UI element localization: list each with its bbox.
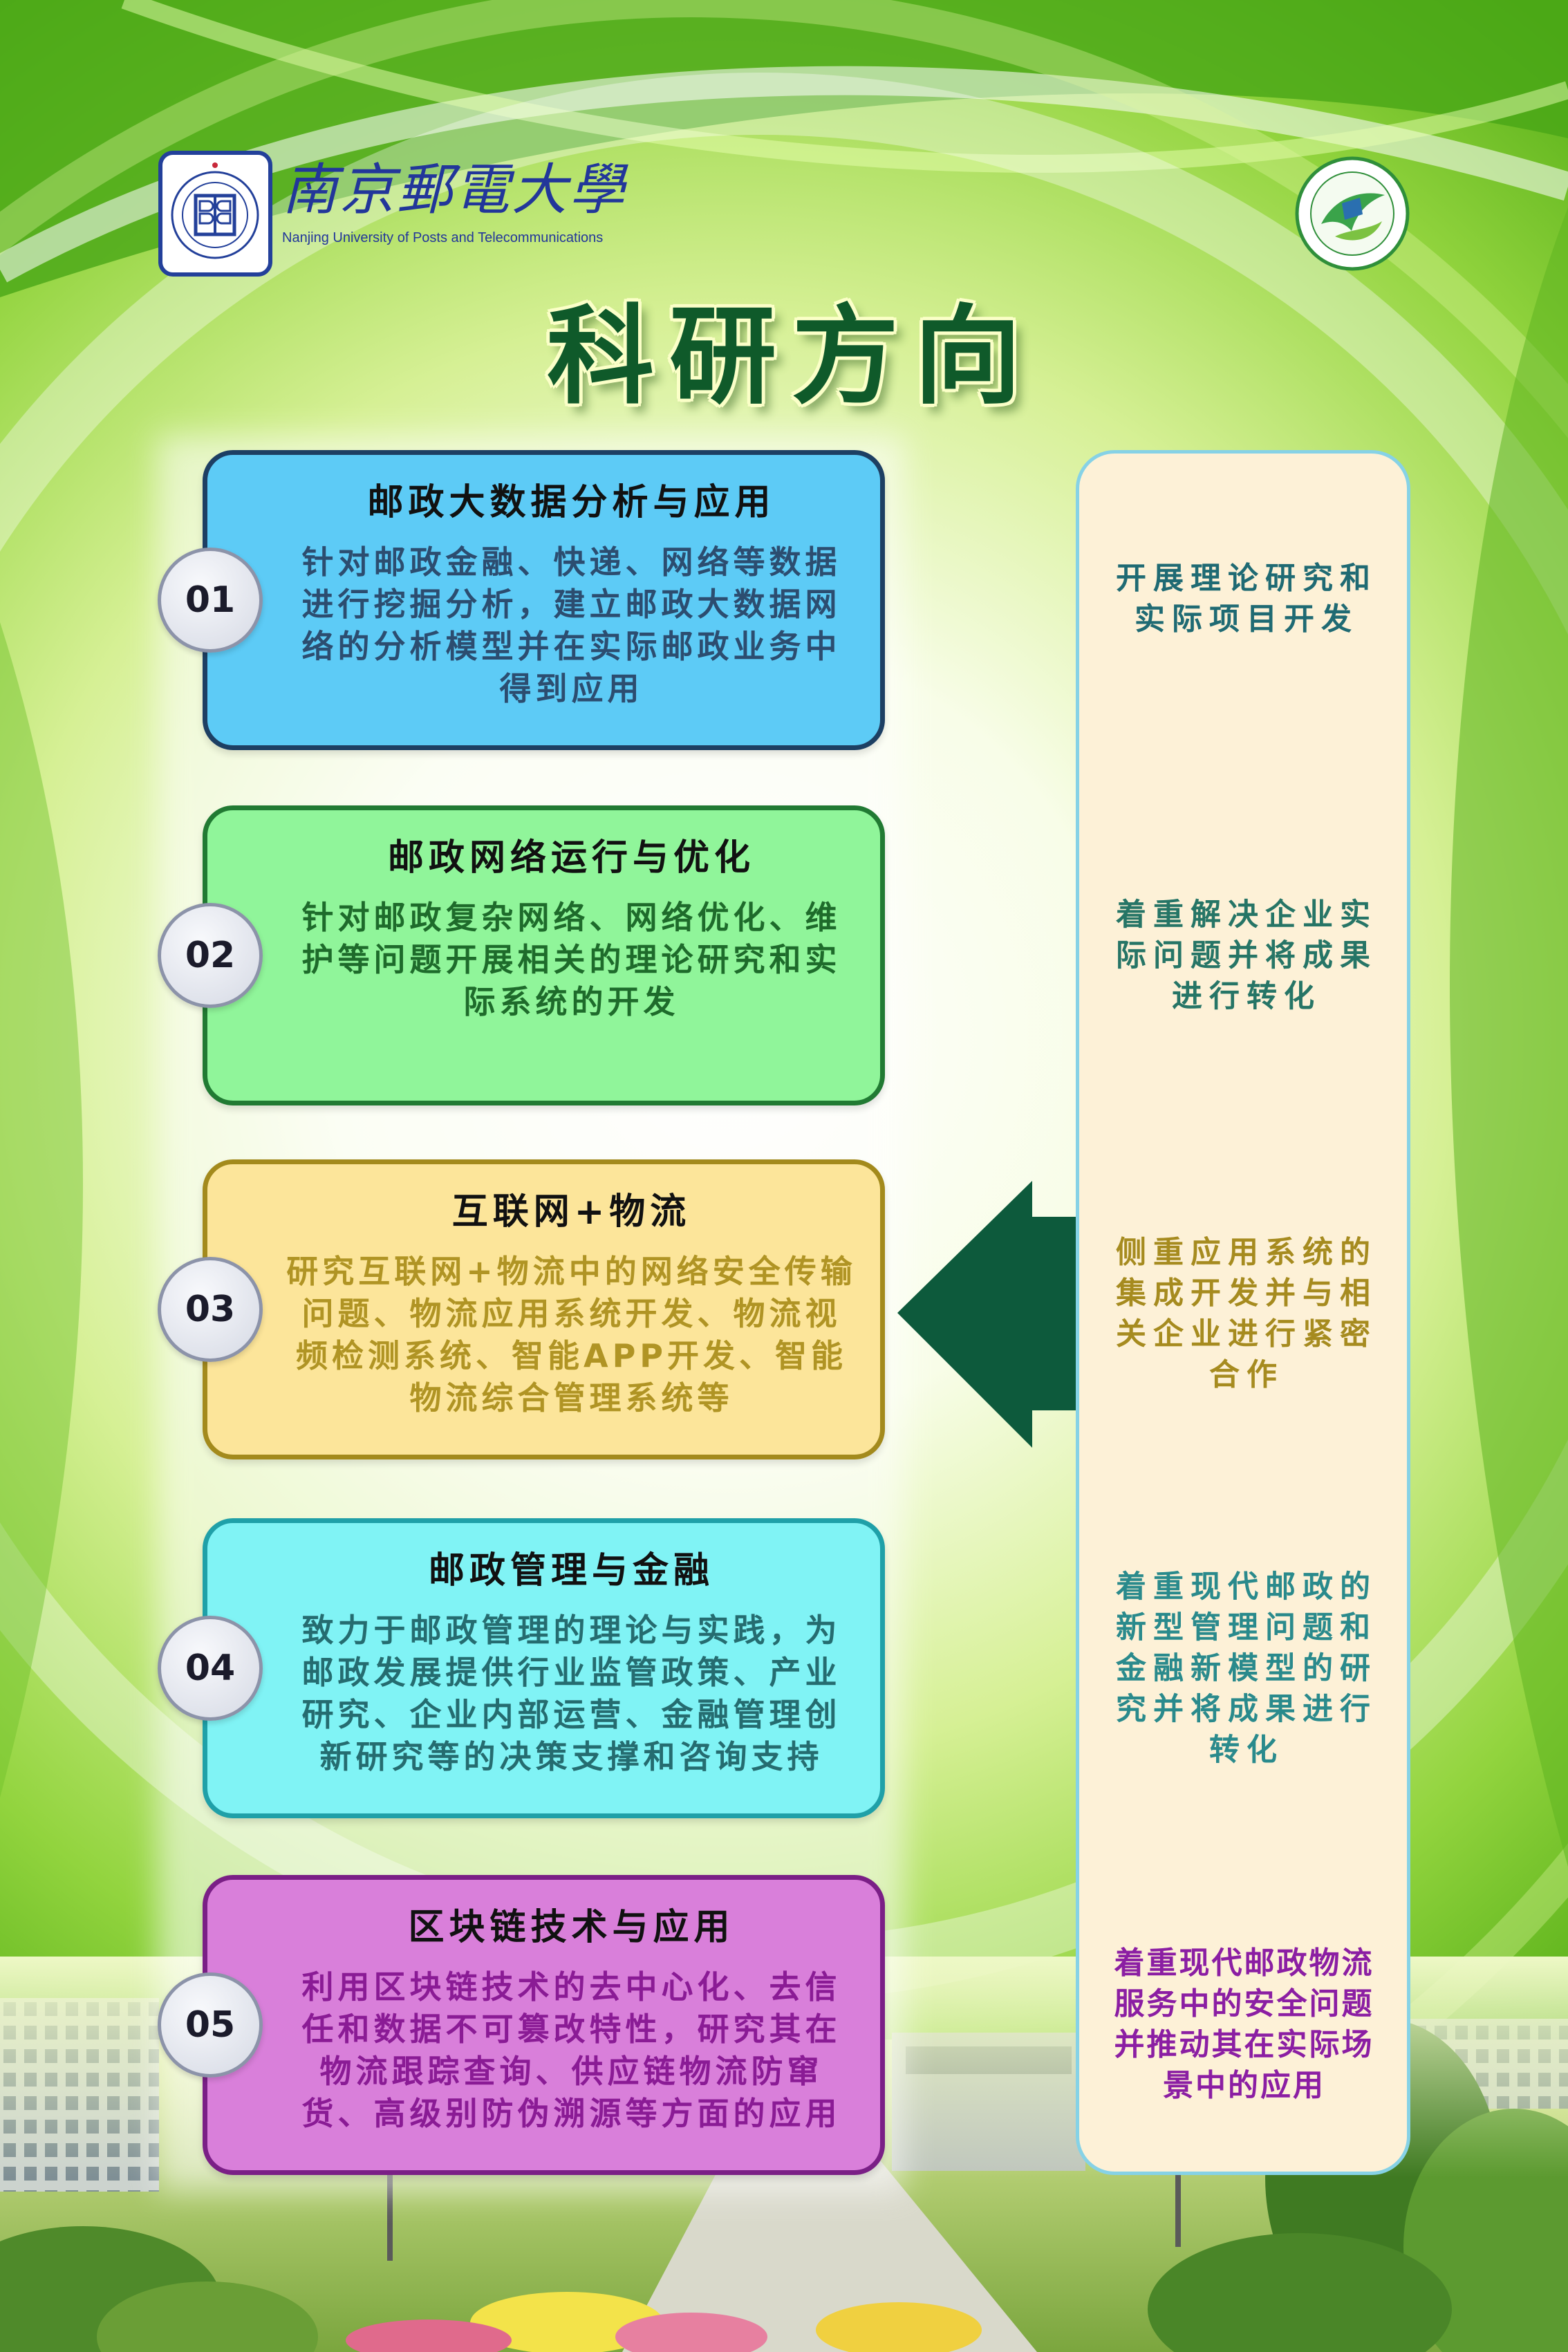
description-line: 络的分析模型并在实际邮政业务中: [301, 628, 841, 665]
area-title: 区块链技术与应用: [408, 1907, 735, 1948]
university-logo-icon: [158, 151, 272, 277]
area-description: 利用区块链技术的去中心化、去信 任和数据不可篡改特性，研究其在 物流跟踪查询、供…: [301, 1966, 841, 2135]
focus-panel: [1076, 450, 1410, 2175]
area-description: 致力于邮政管理的理论与实践，为 邮政发展提供行业监管政策、产业 研究、企业内部运…: [301, 1609, 841, 1778]
area-title: 邮政管理与金融: [428, 1550, 714, 1592]
area-number: 04: [185, 1648, 236, 1689]
focus-note-line: 进行转化: [1172, 978, 1321, 1014]
description-line: 际系统的开发: [463, 983, 680, 1020]
research-area-big-data: 01 邮政大数据分析与应用 针对邮政金融、快递、网络等数据 进行挖掘分析，建立邮…: [158, 450, 885, 750]
description-line: 致力于邮政管理的理论与实践，为: [301, 1612, 841, 1649]
area-number-badge: 01: [158, 548, 263, 653]
description-line: 进行挖掘分析，建立邮政大数据网: [301, 586, 841, 623]
description-line: 问题、物流应用系统开发、物流视: [301, 1295, 841, 1332]
focus-note-line: 服务中的安全问题: [1114, 1986, 1374, 2022]
description-line: 频检测系统、智能APP开发、智能: [295, 1337, 848, 1374]
page-title: 科研方向: [547, 294, 1036, 419]
focus-note: 开展理论研究和 实际项目开发: [1076, 558, 1410, 640]
area-title: 邮政大数据分析与应用: [367, 482, 776, 523]
focus-note-line: 并推动其在实际场: [1114, 2027, 1374, 2062]
area-description: 研究互联网+物流中的网络安全传输 问题、物流应用系统开发、物流视 频检测系统、智…: [286, 1251, 852, 1419]
focus-note-line: 景中的应用: [1163, 2068, 1325, 2103]
focus-note: 着重解决企业实 际问题并将成果 进行转化: [1076, 895, 1410, 1017]
description-line: 护等问题开展相关的理论研究和实: [301, 941, 841, 978]
focus-note-line: 着重解决企业实: [1116, 897, 1377, 933]
focus-note: 侧重应用系统的 集成开发并与相 关企业进行紧密 合作: [1076, 1232, 1410, 1395]
focus-note-line: 际问题并将成果: [1116, 937, 1377, 973]
research-area-network-optimization: 02 邮政网络运行与优化 针对邮政复杂网络、网络优化、维 护等问题开展相关的理论…: [158, 805, 885, 1105]
university-name: 南京郵電大學: [282, 158, 626, 222]
area-number: 03: [185, 1289, 236, 1330]
focus-note-line: 着重现代邮政的: [1116, 1569, 1377, 1605]
focus-note-line: 新型管理问题和: [1116, 1609, 1377, 1645]
description-line: 针对邮政金融、快递、网络等数据: [301, 543, 841, 581]
area-number-badge: 04: [158, 1616, 263, 1721]
lab-emblem-icon: [1295, 156, 1410, 271]
description-line: 物流跟踪查询、供应链物流防窜: [319, 2053, 823, 2090]
university-name-en: Nanjing University of Posts and Telecomm…: [282, 230, 604, 245]
arrow-left-icon: [897, 1181, 1080, 1448]
description-line: 研究互联网+物流中的网络安全传输: [286, 1253, 857, 1290]
focus-note-line: 着重现代邮政物流: [1114, 1945, 1374, 1981]
research-area-internet-logistics: 03 互联网+物流 研究互联网+物流中的网络安全传输 问题、物流应用系统开发、物…: [158, 1159, 885, 1459]
description-line: 新研究等的决策支撑和咨询支持: [319, 1738, 823, 1775]
description-line: 研究、企业内部运营、金融管理创: [301, 1696, 841, 1733]
description-line: 邮政发展提供行业监管政策、产业: [301, 1654, 841, 1691]
area-number: 05: [185, 2004, 236, 2046]
focus-note-line: 集成开发并与相: [1116, 1276, 1377, 1311]
area-description: 针对邮政金融、快递、网络等数据 进行挖掘分析，建立邮政大数据网 络的分析模型并在…: [301, 541, 841, 710]
description-line: 针对邮政复杂网络、网络优化、维: [301, 899, 841, 936]
focus-note-line: 实际项目开发: [1135, 601, 1359, 637]
focus-note-line: 侧重应用系统的: [1116, 1235, 1377, 1270]
focus-note-line: 开展理论研究和: [1116, 561, 1377, 596]
area-number-badge: 02: [158, 903, 263, 1008]
focus-note: 着重现代邮政物流 服务中的安全问题 并推动其在实际场 景中的应用: [1076, 1943, 1410, 2106]
description-line: 任和数据不可篡改特性，研究其在: [301, 2010, 841, 2048]
description-line: 得到应用: [499, 670, 644, 707]
area-number: 02: [185, 935, 236, 976]
area-number-badge: 03: [158, 1257, 263, 1362]
area-title: 互联网+物流: [451, 1191, 691, 1233]
focus-note-line: 金融新模型的研: [1116, 1650, 1377, 1686]
research-area-blockchain: 05 区块链技术与应用 利用区块链技术的去中心化、去信 任和数据不可篡改特性，研…: [158, 1875, 885, 2175]
area-number: 01: [185, 579, 236, 621]
description-line: 物流综合管理系统等: [409, 1379, 734, 1417]
description-line: 利用区块链技术的去中心化、去信: [301, 1968, 841, 2006]
focus-note-line: 转化: [1209, 1732, 1284, 1768]
area-number-badge: 05: [158, 1972, 263, 2078]
campus-scenery: [0, 1957, 1568, 2352]
focus-note-line: 合作: [1209, 1357, 1284, 1392]
area-title: 邮政网络运行与优化: [387, 837, 755, 879]
focus-note-line: 关企业进行紧密: [1116, 1316, 1377, 1352]
research-area-management-finance: 04 邮政管理与金融 致力于邮政管理的理论与实践，为 邮政发展提供行业监管政策、…: [158, 1518, 885, 1818]
focus-note: 着重现代邮政的 新型管理问题和 金融新模型的研 究并将成果进行 转化: [1076, 1567, 1410, 1771]
focus-note-line: 究并将成果进行: [1116, 1691, 1377, 1727]
area-description: 针对邮政复杂网络、网络优化、维 护等问题开展相关的理论研究和实 际系统的开发: [301, 897, 841, 1023]
description-line: 货、高级别防伪溯源等方面的应用: [301, 2095, 841, 2132]
